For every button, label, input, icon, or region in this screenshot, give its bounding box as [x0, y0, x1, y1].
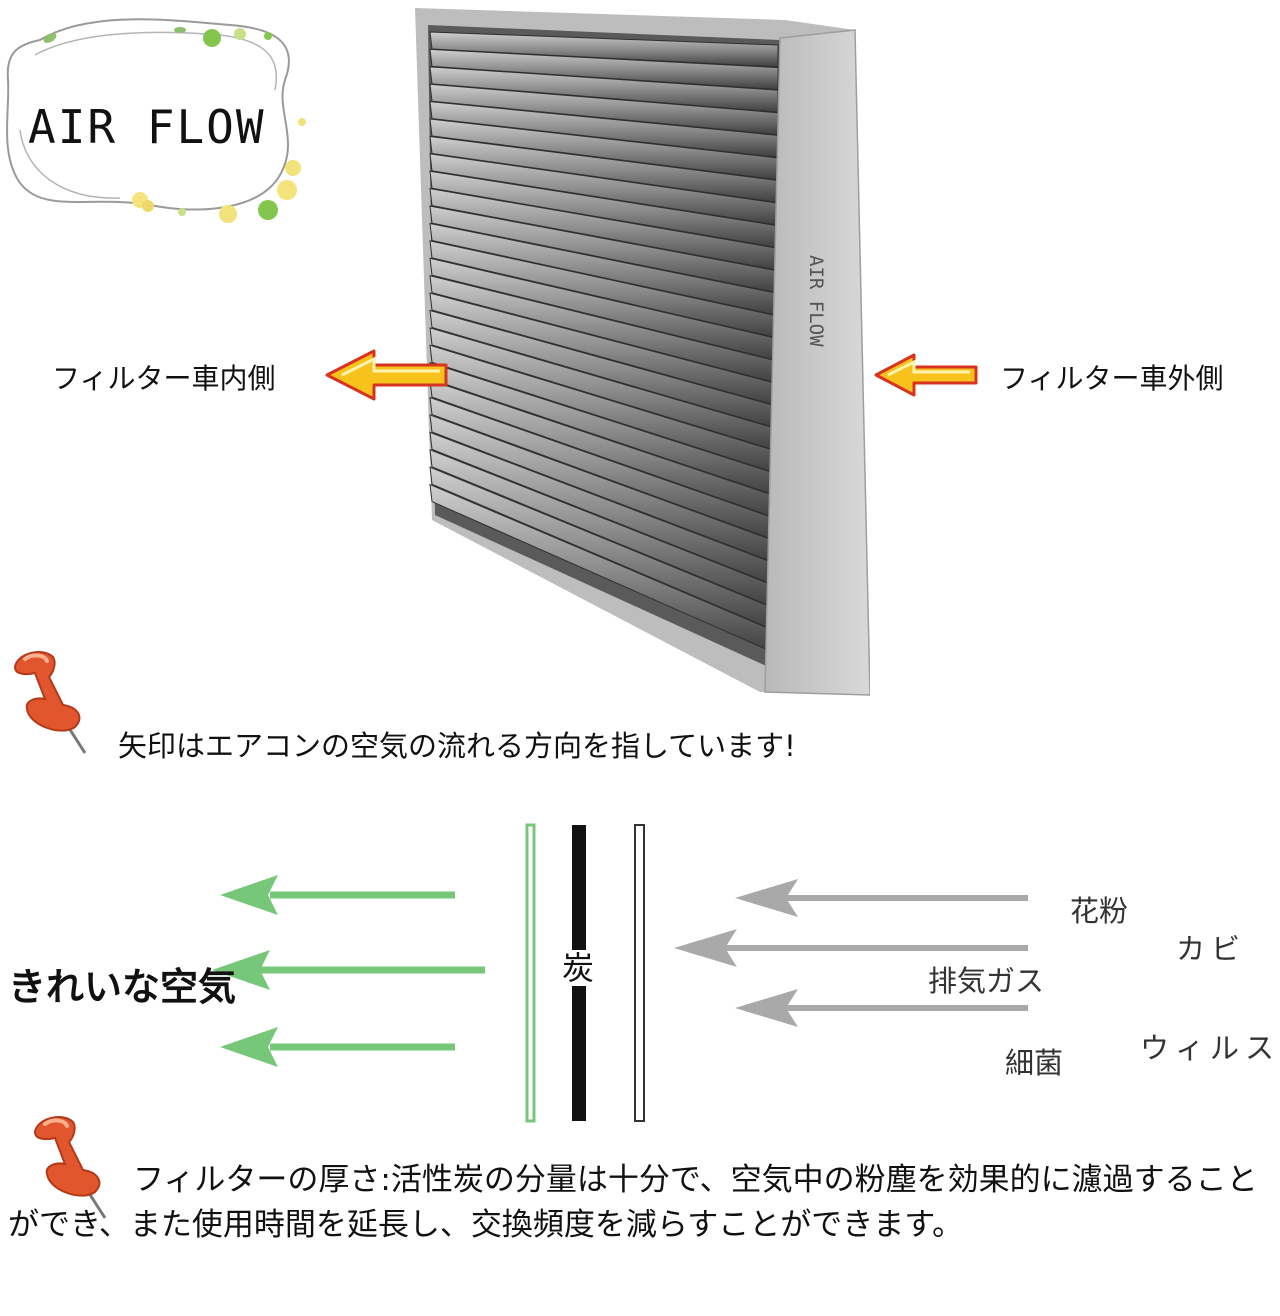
- filter-description: フィルターの厚さ:活性炭の分量は十分で、空気中の粉塵を効果的に濾過することができ…: [8, 1162, 1258, 1243]
- pollutant-virus: ウィルス: [1140, 1031, 1280, 1065]
- frame-print: AIR FLOW: [805, 255, 827, 347]
- note-arrow-direction: 矢印はエアコンの空気の流れる方向を指しています!: [118, 729, 796, 763]
- inside-arrow-icon: [325, 349, 448, 401]
- carbon-layer-label: 炭: [562, 949, 595, 987]
- pollutant-pollen: 花粉: [1070, 894, 1129, 928]
- label-filter-outside: フィルター車外側: [1000, 362, 1224, 395]
- pollutant-mold: カビ: [1176, 932, 1247, 966]
- pollutant-exhaust: 排気ガス: [928, 964, 1045, 998]
- cabin-filter-illustration: AIR FLOW: [415, 8, 870, 696]
- push-pin-icon: [13, 651, 87, 754]
- push-pin-icon: [33, 1116, 107, 1219]
- outside-arrow-icon: [874, 353, 978, 397]
- vine-badge-frame: [6, 18, 306, 223]
- pollutant-bacteria: 細菌: [1005, 1046, 1064, 1080]
- label-filter-inside: フィルター車内側: [52, 362, 276, 395]
- badge-title: AIR FLOW: [28, 100, 266, 154]
- clean-air-label: きれいな空気: [8, 965, 237, 1009]
